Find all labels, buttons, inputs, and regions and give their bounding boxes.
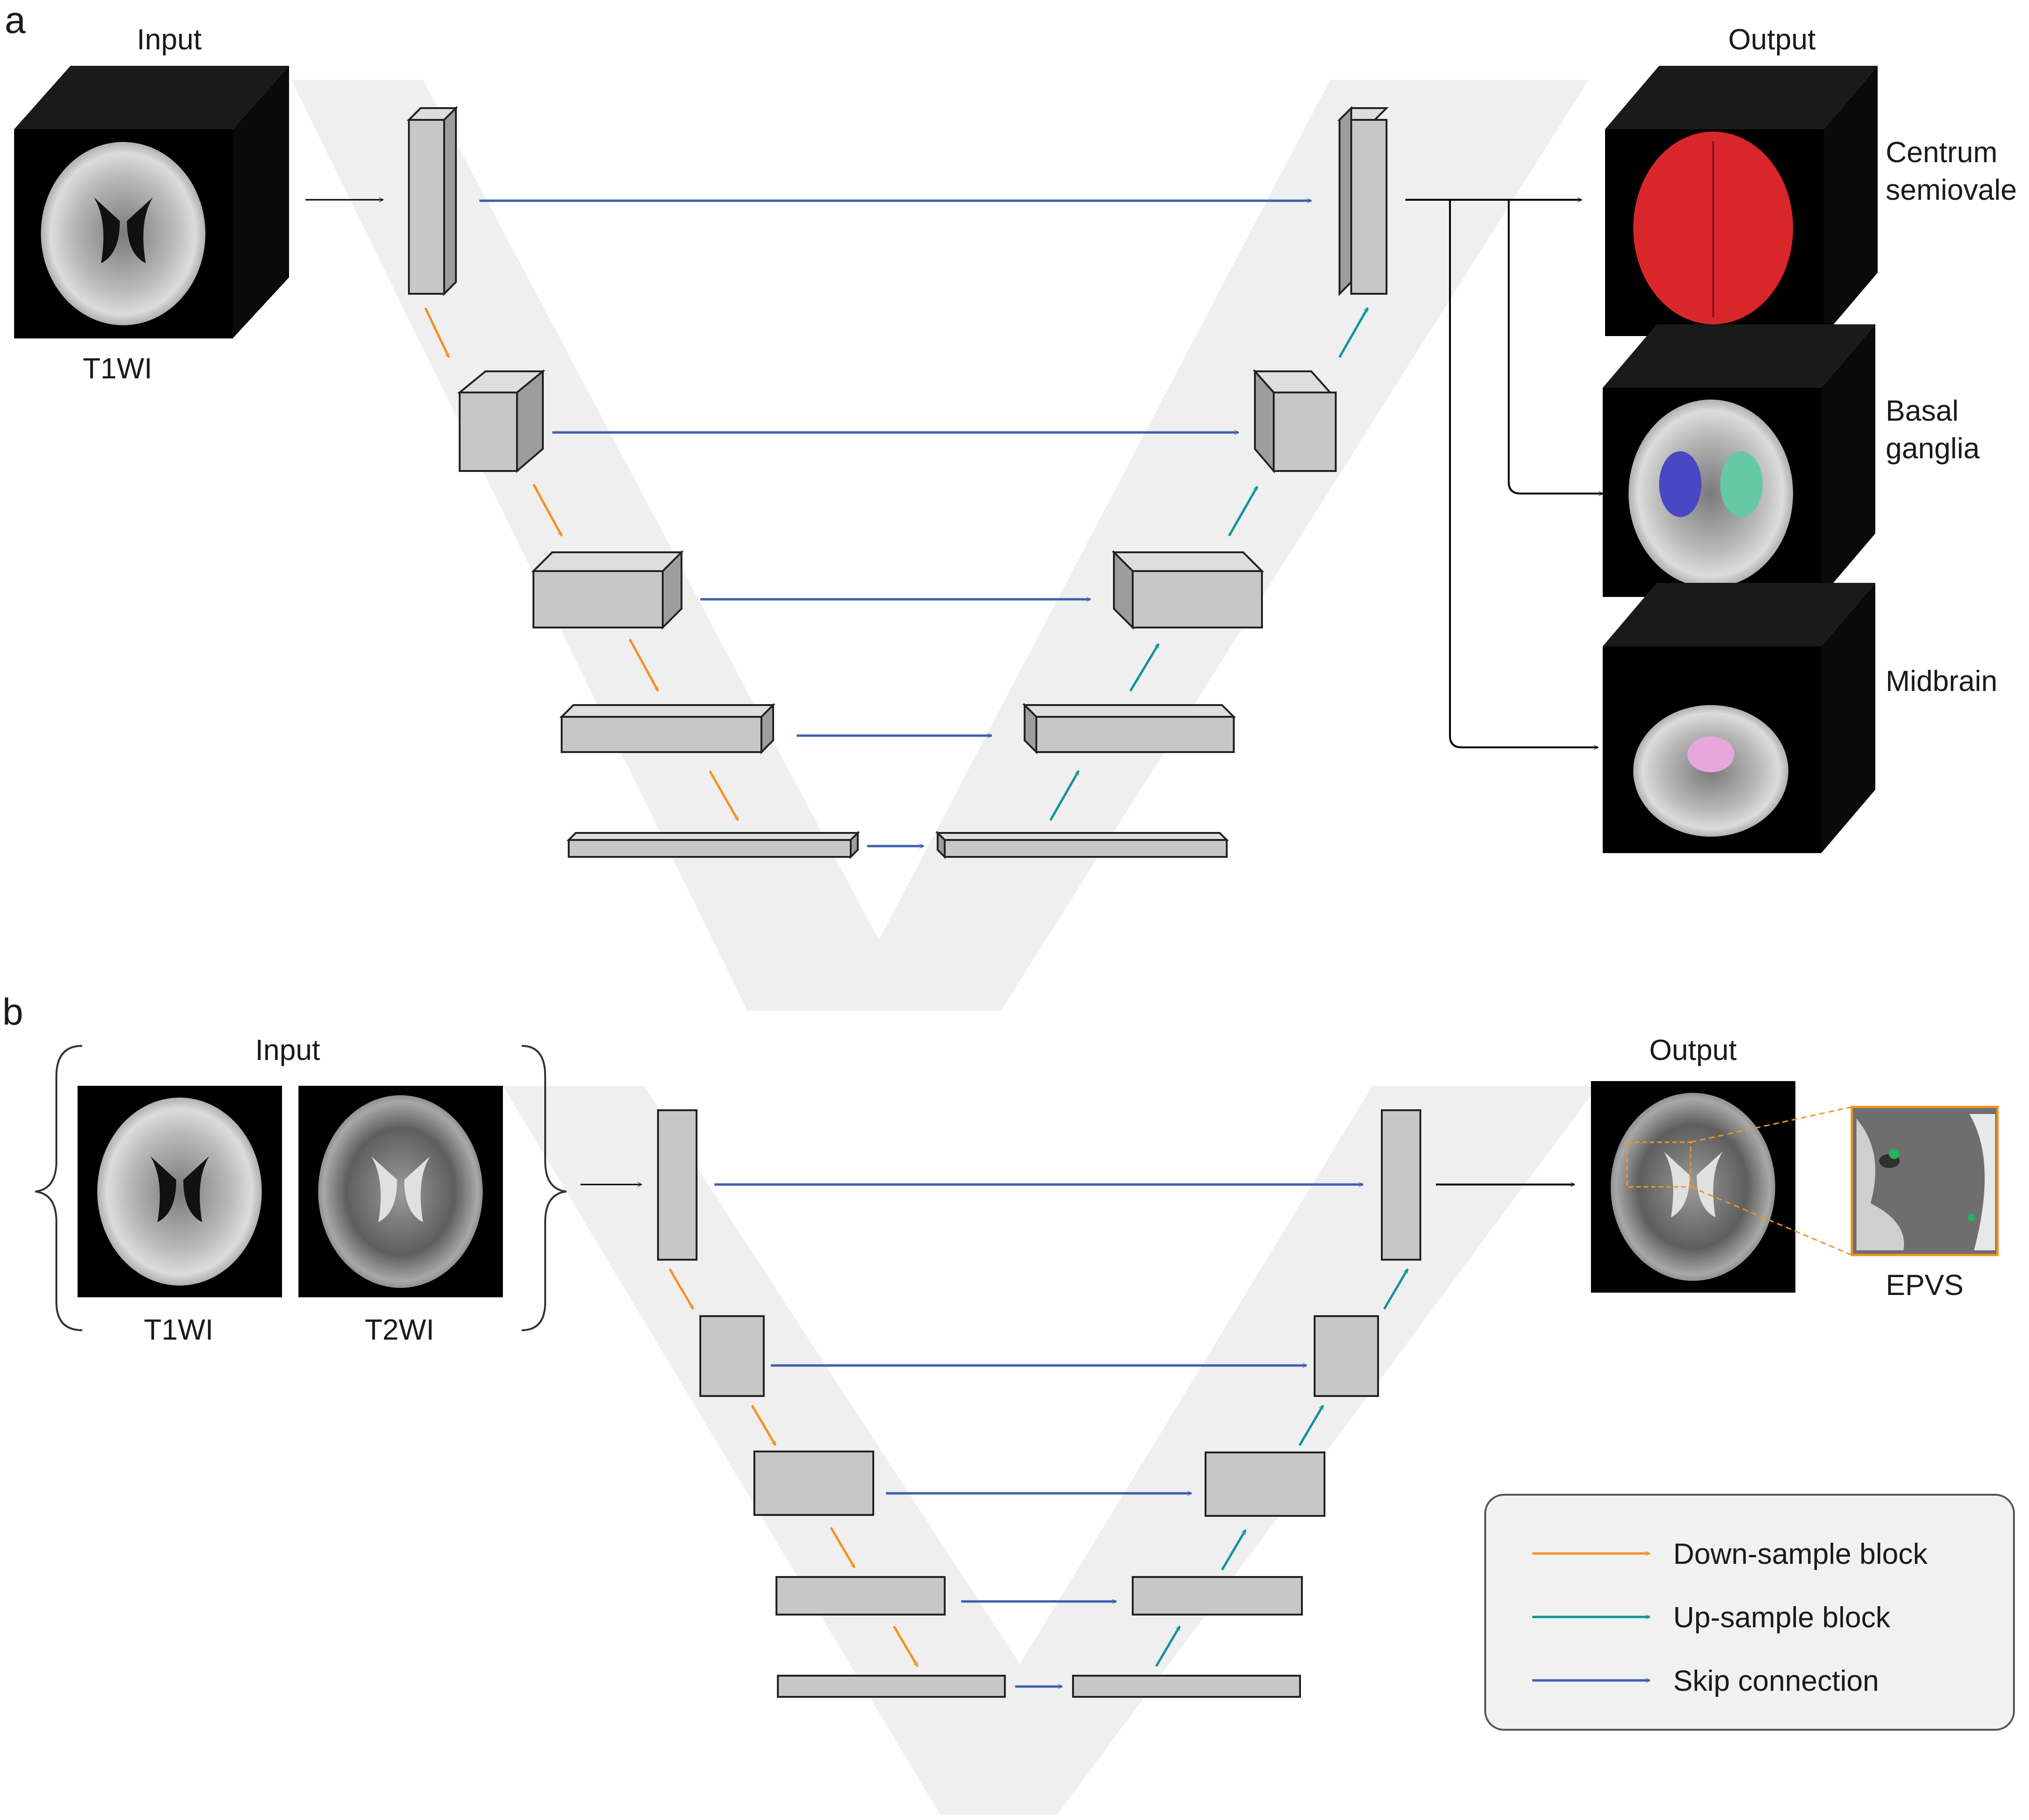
output-label-centrum-line2: semiovale (1886, 174, 2017, 206)
zoom-caption-epvs: EPVS (1886, 1269, 1963, 1302)
epvs-highlight-icon (1889, 1149, 1899, 1159)
brain-axial-t2-icon (1611, 1093, 1775, 1281)
basal-ganglia-right-segmentation-icon (1720, 451, 1763, 517)
output-title-a: Output (1728, 24, 1816, 56)
output-title-b: Output (1649, 1034, 1737, 1067)
encoder-block-b-4 (776, 1576, 946, 1616)
input-brace-left (35, 1045, 83, 1331)
input-image-t2wi (298, 1086, 503, 1297)
basal-ganglia-left-segmentation-icon (1659, 451, 1701, 517)
legend-up-sample-label: Up-sample block (1673, 1601, 1891, 1634)
input-caption-t1wi: T1WI (144, 1314, 213, 1346)
panel-a-label: a (5, 0, 26, 41)
input-caption-t2wi: T2WI (365, 1314, 434, 1346)
zoom-region-marker (1626, 1141, 1692, 1188)
decoder-block-b-1 (1381, 1109, 1421, 1261)
encoder-block-a-2 (457, 369, 546, 473)
input-title-a: Input (137, 24, 202, 56)
down-sample-arrows-b (668, 1268, 919, 1666)
zoom-connector-lines (1690, 1106, 1852, 1256)
decoder-block-b-2 (1314, 1315, 1379, 1397)
decoder-block-a-5 (935, 831, 1229, 859)
output-label-basal-line1: Basal (1886, 395, 1958, 427)
epvs-zoom-inset (1850, 1106, 1999, 1256)
output-label-centrum-line1: Centrum (1886, 136, 1998, 169)
brain-axial-t2-icon (318, 1095, 483, 1288)
decoder-block-a-3 (1112, 550, 1264, 630)
input-title-b: Input (255, 1034, 320, 1067)
encoder-block-b-2 (699, 1315, 765, 1397)
decoder-block-b-5 (1072, 1675, 1301, 1698)
input-brace-right (521, 1045, 567, 1331)
encoder-block-b-1 (657, 1109, 697, 1261)
encoder-block-a-4 (559, 703, 776, 754)
encoder-block-b-3 (753, 1451, 874, 1516)
legend-down-sample-label: Down-sample block (1673, 1538, 1928, 1570)
skip-connections-a (479, 201, 1311, 846)
output-label-basal-line2: ganglia (1886, 432, 1980, 465)
input-cube-a (14, 66, 289, 338)
v-shape-background-b (503, 1086, 1598, 1814)
output-label-midbrain: Midbrain (1886, 665, 1998, 698)
brain-axial-t1-icon (97, 1098, 262, 1286)
input-caption-a: T1WI (83, 353, 152, 385)
decoder-block-a-2 (1253, 369, 1337, 474)
up-sample-arrows-b (1155, 1269, 1409, 1667)
brain-axial-t1-icon (41, 142, 205, 325)
output-cube-midbrain (1603, 583, 1875, 853)
skip-connections-b (714, 1185, 1363, 1687)
decoder-block-b-4 (1132, 1576, 1303, 1616)
encoder-block-a-3 (531, 550, 684, 630)
legend: Down-sample block Up-sample block Skip c… (1484, 1494, 2015, 1731)
output-cube-centrum-semiovale (1605, 66, 1878, 336)
output-image-epvs (1591, 1081, 1795, 1293)
encoder-block-a-1 (407, 106, 458, 296)
encoder-block-b-5 (777, 1675, 1006, 1698)
encoder-block-a-5 (566, 831, 860, 859)
decoder-block-a-1 (1337, 106, 1389, 296)
up-sample-arrows-a (1049, 308, 1369, 821)
down-sample-arrows-a (424, 307, 739, 820)
decoder-block-b-3 (1205, 1451, 1325, 1517)
v-shape-background-a (291, 80, 1589, 1011)
midbrain-segmentation-icon (1687, 737, 1734, 772)
legend-skip-label: Skip connection (1673, 1665, 1879, 1697)
input-image-t1wi (78, 1086, 282, 1297)
output-branch-arrows-a (1405, 200, 1603, 747)
decoder-block-a-4 (1022, 703, 1236, 754)
output-cube-basal-ganglia (1603, 324, 1875, 597)
panel-b-label: b (2, 991, 24, 1033)
